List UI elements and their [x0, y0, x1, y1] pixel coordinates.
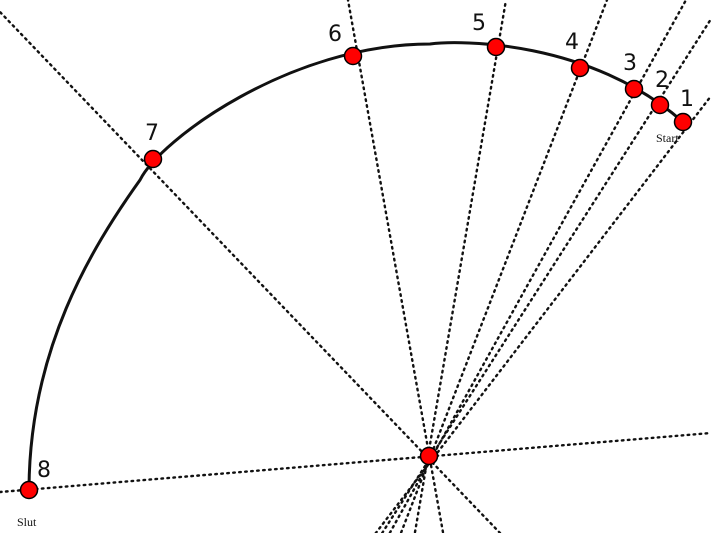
point-4: [570, 58, 590, 78]
ray-to-point-3: [388, 0, 688, 533]
point-8: [19, 480, 39, 500]
point-label-8: 8: [37, 458, 51, 483]
point-label-6: 6: [328, 22, 342, 47]
point-label-5: 5: [472, 11, 486, 36]
point-1: [673, 112, 693, 132]
point-6: [343, 46, 363, 66]
point-number-labels: 1 2 3 4 5 6 7 8: [37, 11, 694, 483]
point-label-1: 1: [680, 87, 694, 112]
point-label-3: 3: [623, 51, 637, 76]
point-label-7: 7: [145, 121, 159, 146]
end-label: Slut: [17, 515, 37, 529]
ray-to-point-7: [0, 10, 502, 533]
point-3: [624, 79, 644, 99]
point-7: [143, 149, 163, 169]
point-2: [650, 95, 670, 115]
arc-points: [19, 37, 693, 500]
point-5: [486, 37, 506, 57]
point-label-4: 4: [565, 30, 579, 55]
start-label: Start: [656, 131, 679, 145]
ray-to-point-1: [374, 94, 711, 533]
center-point: [419, 446, 439, 466]
ray-to-point-8: [0, 431, 711, 494]
arc-curve: [27, 41, 685, 490]
point-label-2: 2: [655, 68, 669, 93]
